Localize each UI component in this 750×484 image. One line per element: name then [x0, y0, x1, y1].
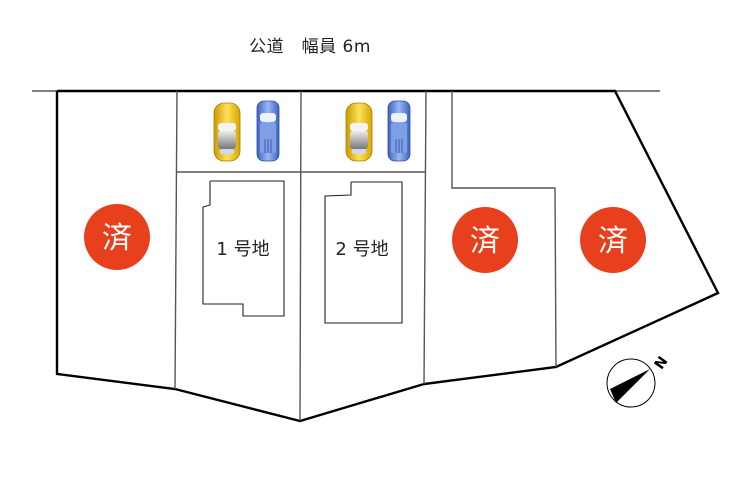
parking-lot-2 — [345, 100, 411, 162]
svg-text:済: 済 — [102, 221, 132, 256]
car-blue-icon — [256, 100, 280, 162]
parking-lot-1 — [213, 100, 280, 162]
svg-text:済: 済 — [598, 224, 628, 259]
sold-badge-lot-west: 済 — [84, 204, 150, 270]
lot-1-building-footprint — [202, 180, 285, 317]
north-arrow-icon: N — [606, 354, 672, 408]
lot-2-building-footprint — [324, 181, 403, 324]
svg-text:済: 済 — [470, 224, 500, 259]
car-yellow-icon — [213, 102, 241, 162]
north-label: N — [652, 354, 672, 373]
lot-dividers — [174, 90, 557, 422]
lot-1-label: 1 号地 — [216, 239, 269, 260]
sold-badge-lot-east-1: 済 — [452, 207, 518, 273]
road-label: 公道 幅員 6m — [249, 37, 371, 57]
car-yellow-icon — [345, 102, 373, 162]
car-blue-icon — [387, 100, 411, 162]
lot-2-label: 2 号地 — [335, 239, 388, 260]
sold-badge-lot-east-2: 済 — [580, 207, 646, 273]
